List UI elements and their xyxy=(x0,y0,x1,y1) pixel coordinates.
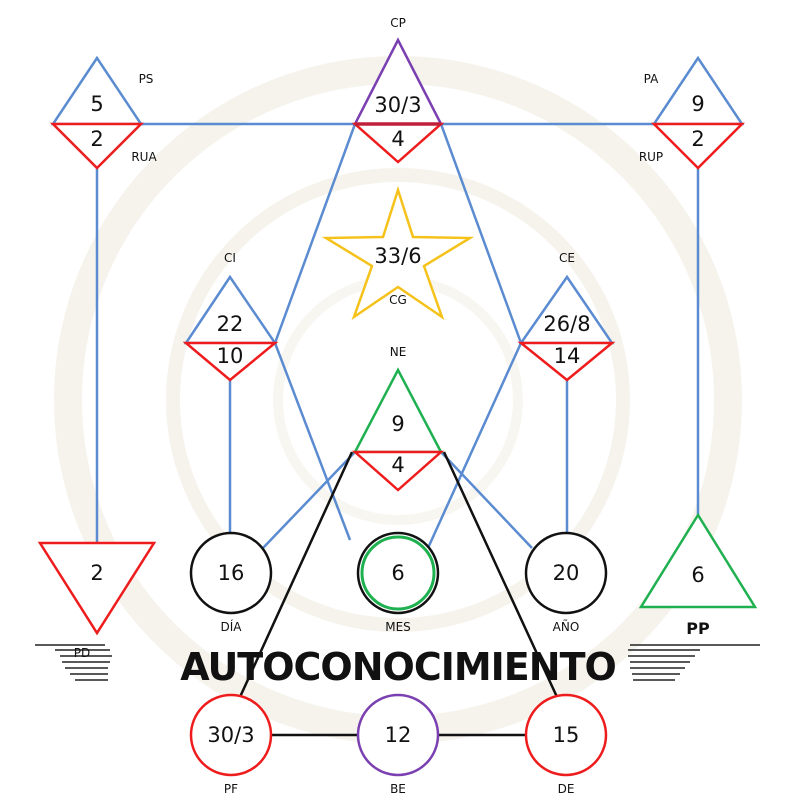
speed-lines-right xyxy=(628,644,760,681)
ne-sub-triangle xyxy=(351,450,445,492)
node-de: 15 DE xyxy=(524,693,608,796)
cp-ci-line xyxy=(273,123,357,344)
node-ci: 22 10 CI xyxy=(182,251,279,382)
node-ano: 20 AÑO xyxy=(524,531,608,634)
be-circle xyxy=(356,693,440,777)
rup-value: 2 xyxy=(691,127,704,151)
be-label: BE xyxy=(390,782,406,796)
ce-sub-triangle xyxy=(517,341,616,382)
ne-triangle xyxy=(352,367,444,454)
node-pa: 9 2 PA RUP xyxy=(639,55,746,170)
pp-label: PP xyxy=(686,619,710,638)
pa-value: 9 xyxy=(691,92,704,116)
ano-label: AÑO xyxy=(553,619,580,634)
cg-value: 33/6 xyxy=(374,244,421,268)
node-pp: 6 PP xyxy=(628,512,760,681)
node-mes: 6 MES xyxy=(356,531,440,634)
ci-sub-triangle xyxy=(182,341,279,382)
cp-ce-line xyxy=(439,123,523,344)
rua-label: RUA xyxy=(131,150,157,164)
cp-label: CP xyxy=(390,16,406,30)
rua-value: 2 xyxy=(90,127,103,151)
de-circle xyxy=(524,693,608,777)
node-be: 12 BE xyxy=(356,693,440,796)
ci-sub-value: 10 xyxy=(217,344,244,368)
star-icon xyxy=(321,185,475,321)
node-ps: 5 2 PS RUA xyxy=(49,55,157,170)
pa-label: PA xyxy=(644,72,659,86)
de-label: DE xyxy=(558,782,575,796)
mes-label: MES xyxy=(385,620,411,634)
node-cp: 30/3 4 CP xyxy=(351,16,445,164)
pf-value: 30/3 xyxy=(207,723,254,747)
ce-sub-value: 14 xyxy=(554,344,581,368)
rup-label: RUP xyxy=(639,150,663,164)
node-dia: 16 DÍA xyxy=(189,531,273,634)
ce-value: 26/8 xyxy=(543,312,590,336)
pf-circle xyxy=(189,693,273,777)
rup-triangle xyxy=(650,122,746,170)
ps-label: PS xyxy=(139,72,154,86)
ps-value: 5 xyxy=(90,92,103,116)
cp-value: 30/3 xyxy=(374,93,421,117)
dia-label: DÍA xyxy=(221,619,243,634)
node-pd: 2 PD xyxy=(35,541,157,681)
node-ne: 9 4 NE xyxy=(351,345,445,492)
pp-value: 6 xyxy=(691,563,704,587)
ne-value: 9 xyxy=(391,412,404,436)
node-pf: 30/3 PF xyxy=(189,693,273,796)
de-value: 15 xyxy=(553,723,580,747)
ne-de-line xyxy=(442,451,559,698)
mes-circle xyxy=(356,531,440,615)
page-title: AUTOCONOCIMIENTO xyxy=(180,645,616,689)
rua-triangle xyxy=(49,122,145,170)
pd-label: PD xyxy=(74,646,90,660)
cg-label: CG xyxy=(389,293,407,307)
mes-value: 6 xyxy=(391,561,404,585)
speed-lines-left xyxy=(35,644,112,681)
ne-dia-line xyxy=(262,451,356,549)
node-ce: 26/8 14 CE xyxy=(517,251,616,382)
ne-ano-line xyxy=(440,451,533,549)
ci-mes-line xyxy=(273,342,352,541)
ne-pf-line xyxy=(238,451,354,698)
pf-label: PF xyxy=(224,782,238,796)
ne-label: NE xyxy=(390,345,407,359)
ce-mes-line xyxy=(426,342,523,549)
ci-value: 22 xyxy=(217,312,244,336)
ci-label: CI xyxy=(224,251,236,265)
ne-sub-value: 4 xyxy=(391,453,404,477)
ano-value: 20 xyxy=(553,561,580,585)
pp-triangle xyxy=(638,512,758,609)
black-connectors xyxy=(238,451,559,737)
node-cg: 33/6 CG xyxy=(321,185,475,321)
cp-sub-value: 4 xyxy=(391,127,404,151)
dia-circle xyxy=(189,531,273,615)
be-value: 12 xyxy=(385,723,412,747)
pd-triangle xyxy=(37,541,157,636)
dia-value: 16 xyxy=(218,561,245,585)
pd-value: 2 xyxy=(90,561,103,585)
ce-label: CE xyxy=(559,251,575,265)
ano-circle xyxy=(524,531,608,615)
